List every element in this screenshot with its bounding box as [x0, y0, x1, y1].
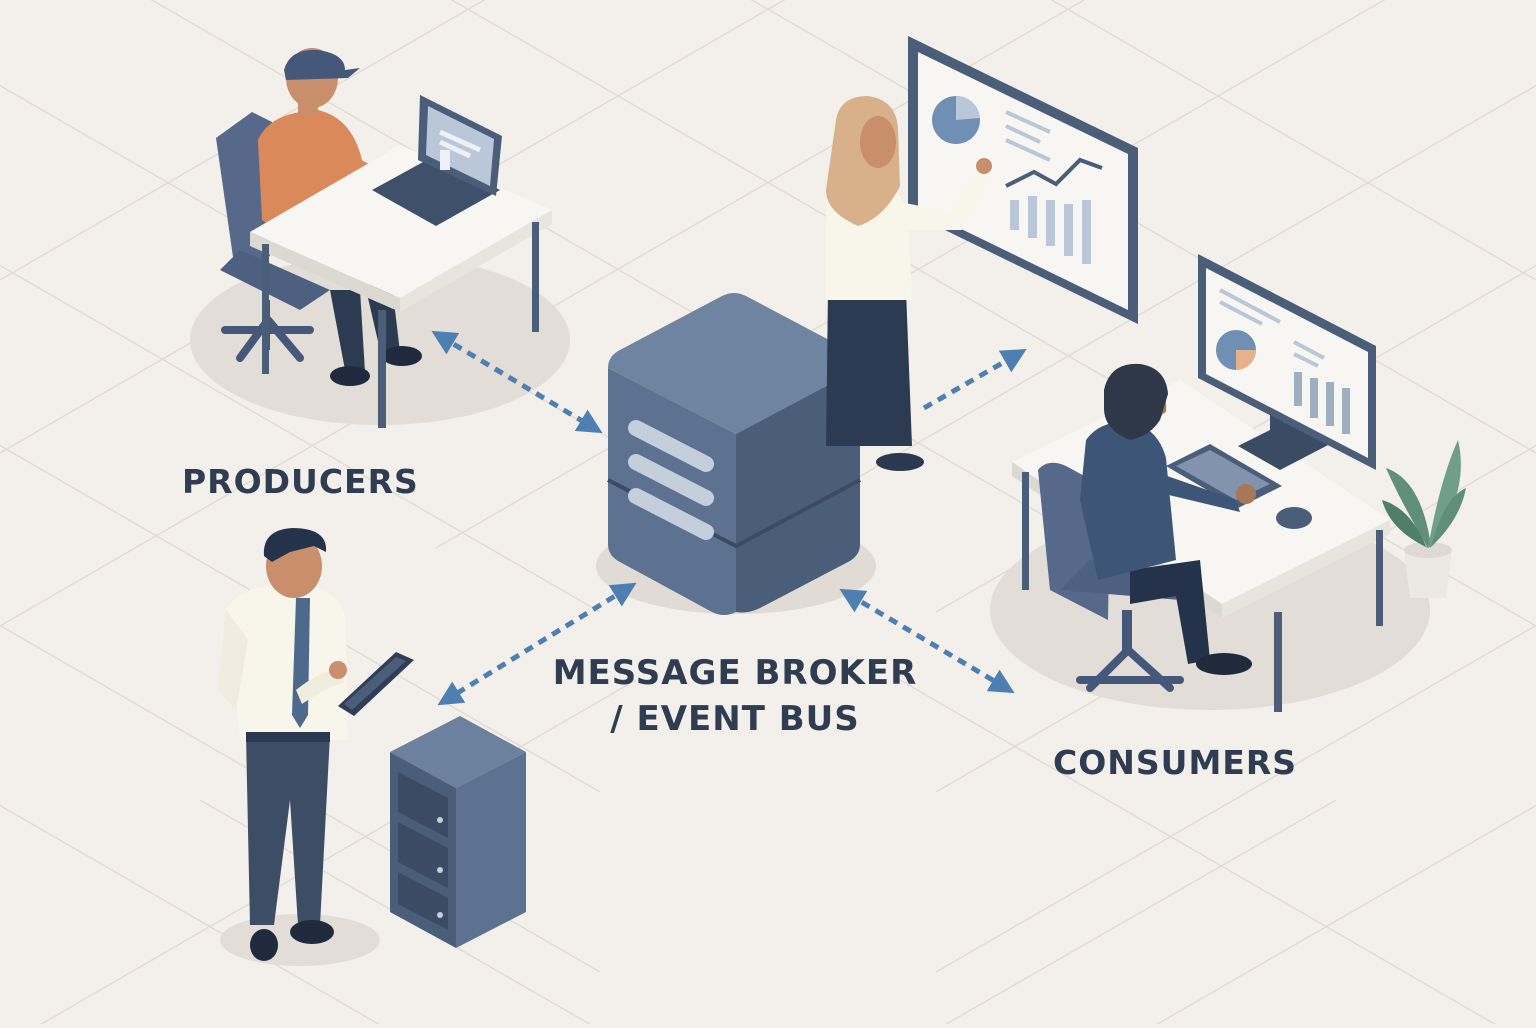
message-broker-label-line1: MESSAGE BROKER [552, 653, 918, 693]
consumers-label: CONSUMERS [1053, 743, 1298, 782]
mouse-icon [1276, 507, 1312, 529]
message-broker-server [596, 293, 876, 615]
consumer-seated-person [1080, 363, 1256, 675]
producer-desk-group [190, 48, 570, 428]
consumer-board-group [826, 36, 1138, 471]
producer-standing-person [218, 528, 348, 961]
message-broker-label: MESSAGE BROKER / EVENT BUS [540, 650, 930, 742]
monitor-icon [1198, 254, 1376, 470]
arrow-broker-producer-server [437, 582, 637, 706]
tablet-icon [338, 652, 414, 716]
arrow-producers-broker [431, 330, 603, 434]
dashboard-board-icon [908, 36, 1138, 324]
server-icon [390, 716, 526, 948]
plant-icon [1382, 440, 1466, 598]
laptop-icon [372, 95, 502, 226]
connection-arrows [431, 330, 1027, 706]
consumer-standing-person [826, 96, 992, 471]
message-broker-label-line2: / EVENT BUS [610, 699, 860, 739]
consumer-desk-group [990, 254, 1466, 712]
producer-standing-group [218, 528, 526, 966]
producers-label: PRODUCERS [182, 462, 419, 501]
arrow-broker-consumer-board [922, 349, 1027, 411]
